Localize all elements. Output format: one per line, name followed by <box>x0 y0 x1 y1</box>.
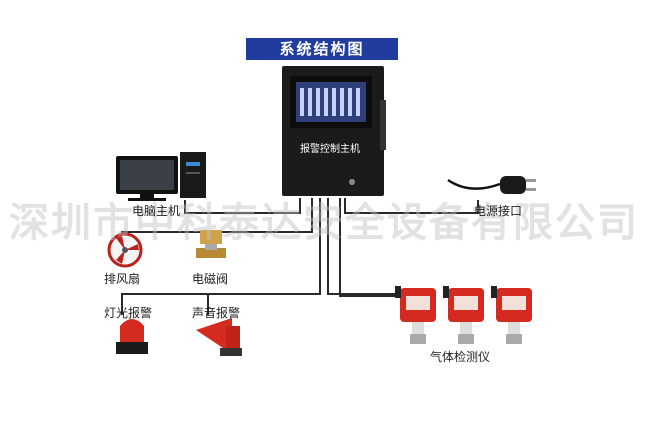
detector-3 <box>491 286 532 344</box>
label-light-alarm: 灯光报警 <box>104 306 153 320</box>
label-gas-detectors: 气体检测仪 <box>430 350 491 364</box>
label-fan: 排风扇 <box>104 272 141 286</box>
line-computer <box>184 198 301 214</box>
label-valve: 电磁阀 <box>192 272 229 286</box>
label-computer: 电脑主机 <box>132 204 181 218</box>
line-light-alarm <box>121 198 321 315</box>
detector-2 <box>443 286 484 344</box>
line-detectors <box>327 198 400 295</box>
controller-cabinet <box>282 66 386 196</box>
label-power: 电源接口 <box>474 204 523 218</box>
sound-alarm-illustration <box>196 318 242 356</box>
detector-1 <box>395 286 436 344</box>
company-watermark: 深圳市中科泰达安全设备有限公司 <box>9 200 639 246</box>
computer-illustration <box>116 152 206 201</box>
line-power <box>344 198 479 214</box>
fan-illustration <box>107 232 143 268</box>
gas-detectors-illustration <box>395 286 532 344</box>
power-plug-illustration <box>447 176 536 194</box>
controller-label: 报警控制主机 <box>300 144 360 155</box>
valve-illustration <box>196 230 226 258</box>
light-alarm-illustration <box>116 319 148 354</box>
label-sound-alarm: 声音报警 <box>192 306 241 320</box>
diagram-title: 系统结构图 <box>246 38 398 60</box>
